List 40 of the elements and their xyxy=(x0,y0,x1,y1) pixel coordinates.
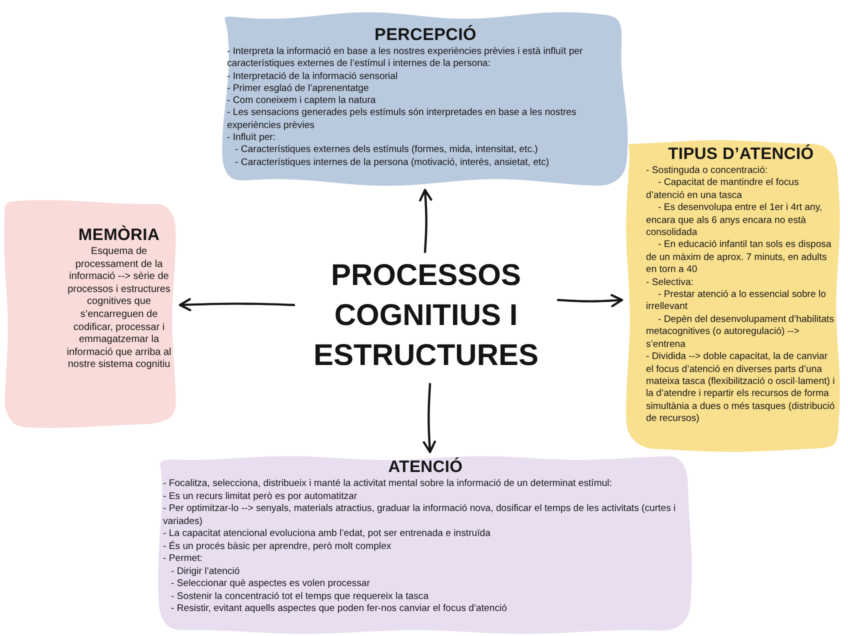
card-title: TIPUS D’ATENCIÓ xyxy=(667,143,815,165)
bullet-text: - Interpretació de la informació sensorial xyxy=(227,70,399,83)
bullet-text: - Resistir, evitant aquells aspectes que poden fer-nos canviar el focus d’atenció xyxy=(171,603,508,616)
bullet-text: - La capacitat atencional evoluciona amb l’edat, pot ser entrenada e instruïda xyxy=(163,528,492,540)
bullet-text: - Influït per: xyxy=(227,132,277,144)
bullet-text: - Es un recurs limitat però es por automatitzar xyxy=(163,490,358,503)
bullet-text: - Capacitat de mantindre el focus d’atenció en una tasca xyxy=(646,177,800,202)
bullet-text: - Seleccionar què aspectes es volen processar xyxy=(171,578,371,590)
bullet-text: - Interpreta la informació en base a les nostres experiències prèvies i està influït per característiques externes de l’estímul i internes de la persona: xyxy=(227,46,584,71)
card-title: MEMÒRIA xyxy=(77,224,161,246)
bullet-text: - Com coneixem i captem la natura xyxy=(227,95,377,108)
bullet-text: - En educació infantil tan sols es disposa de un màxim de aprox. 7 minuts, en adults en torn a 40 xyxy=(646,239,832,277)
bullet-text: - Dirigir l’atenció xyxy=(171,566,241,578)
bullet-text: - Per optimitzar-lo --> senyals, materials atractius, graduar la informació nova, dosificar el temps de les activitats (curtes i variades) xyxy=(163,503,677,528)
bullet-text: - És un procés bàsic per aprendre, però molt complex xyxy=(163,540,392,553)
bullet-text: - Primer esglaó de l’aprenentatge xyxy=(227,82,370,96)
card-title: PERCEPCIÓ xyxy=(374,24,478,46)
arrow xyxy=(419,188,432,254)
bullet-text: - Focalitza, selecciona, distribueix i manté la activitat mental sobre la informació de un determinat estímul: xyxy=(163,478,613,490)
bullet-text: - Es desenvolupa entre el 1er i 4rt any, encara que als 6 anys encara no està consolidada xyxy=(646,202,824,240)
note-card xyxy=(222,12,628,186)
bullet-text: - Característiques externes dels estímuls (formes, mida, intensitat, etc.) xyxy=(235,144,539,157)
body-text: Esquema de processament de la informació --> sèrie de processos i estructures cognitives que s’encarreguen de codificar, processar i emmagatzemar la informació que arriba al nostre sistema cognitiu xyxy=(66,246,172,372)
central-title: PROCESSOS COGNITIUS I ESTRUCTURES xyxy=(298,256,554,380)
note-card xyxy=(626,140,840,452)
bullet-text: - Prestar atenció a lo essencial sobre lo irrellevant xyxy=(646,289,827,314)
arrow xyxy=(556,294,624,308)
card-title: ATENCIÓ xyxy=(387,457,464,478)
bullet-text: - Selectiva: xyxy=(646,276,694,290)
bullet-text: - Depèn del desenvolupament d’habilitats metacognitives (o autoregulació) --> s’entrena xyxy=(646,314,835,352)
note-card xyxy=(158,456,692,634)
bullet-text: - Dividida --> doble capacitat, la de canviar el focus d’atenció en diverses parts d’una mateixa tasca (flexibilització o oscil·lament) i la d’atendre i repartir els recursos de forma simultània a dues o més tasques (distribució de recursos) xyxy=(646,351,836,426)
arrow xyxy=(178,298,296,312)
bullet-text: - Sostenir la concentració tot el temps que requereix la tasca xyxy=(171,590,430,603)
bullet-text: - Sostinguda o concentració: xyxy=(646,165,769,178)
bullet-text: - Característiques internes de la persona (motivació, interès, ansietat, etc) xyxy=(235,156,550,169)
note-card xyxy=(4,200,176,428)
bullet-text: - Les sensacions generades pels estímuls són interpretades en base a les nostres experiències prèvies xyxy=(227,107,578,132)
arrow xyxy=(422,382,436,454)
bullet-text: - Permet: xyxy=(163,553,204,566)
